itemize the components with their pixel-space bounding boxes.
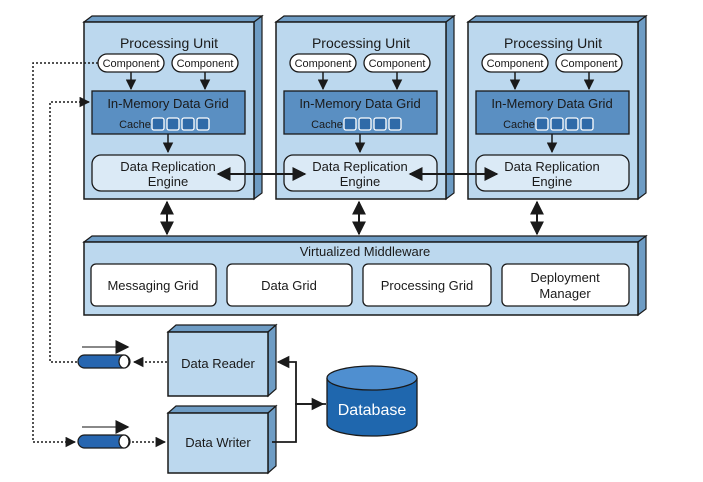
- component-3b-label: Component: [561, 58, 618, 70]
- replication-2-line2: Engine: [340, 174, 380, 189]
- cache-1-label: Cache: [119, 119, 151, 131]
- deployment-manager-line1: Deployment: [530, 270, 600, 285]
- reader-queue-to-imdg-dotted-path: [49, 96, 91, 363]
- writer-to-database-arrow: [272, 397, 325, 443]
- writer-queue: [77, 420, 131, 449]
- replication-2-line1: Data Replication: [312, 159, 407, 174]
- component-1a-label: Component: [103, 58, 160, 70]
- imdg-2-title: In-Memory Data Grid: [299, 96, 420, 111]
- processing-unit-3-title: Processing Unit: [504, 35, 602, 51]
- virtualized-middleware: Virtualized Middleware Messaging Grid Da…: [82, 234, 648, 317]
- imdg-3-title: In-Memory Data Grid: [491, 96, 612, 111]
- database-to-reader-arrow: [276, 355, 326, 405]
- processing-grid-label: Processing Grid: [381, 278, 473, 293]
- replication-1-line2: Engine: [148, 174, 188, 189]
- processing-unit-1-title: Processing Unit: [120, 35, 218, 51]
- data-reader: Data Reader: [166, 323, 278, 398]
- database-cylinder: Database: [326, 365, 418, 437]
- cache-1-slots: [151, 117, 210, 131]
- middleware-title: Virtualized Middleware: [300, 244, 431, 259]
- reader-queue: [77, 340, 131, 369]
- deployment-manager-line2: Manager: [539, 286, 591, 301]
- data-reader-label: Data Reader: [181, 356, 255, 371]
- replication-1-line1: Data Replication: [120, 159, 215, 174]
- component-2b-label: Component: [369, 58, 426, 70]
- processing-unit-2-title: Processing Unit: [312, 35, 410, 51]
- cache-3-label: Cache: [503, 119, 535, 131]
- component-1b-label: Component: [177, 58, 234, 70]
- imdg-1-title: In-Memory Data Grid: [107, 96, 228, 111]
- processing-unit-2: Processing Unit Component Component In-M…: [274, 14, 456, 201]
- component-2a-label: Component: [295, 58, 352, 70]
- messaging-grid-label: Messaging Grid: [107, 278, 198, 293]
- cache-3-slots: [535, 117, 594, 131]
- database-label: Database: [338, 402, 407, 419]
- cache-2-label: Cache: [311, 119, 343, 131]
- data-writer: Data Writer: [166, 404, 278, 475]
- data-grid-label: Data Grid: [261, 278, 317, 293]
- replication-3-line2: Engine: [532, 174, 572, 189]
- cache-2-slots: [343, 117, 402, 131]
- component-to-writer-queue-dotted-path: [32, 62, 98, 448]
- replication-3-line1: Data Replication: [504, 159, 599, 174]
- processing-unit-1: Processing Unit Component Component In-M…: [82, 14, 264, 201]
- component-3a-label: Component: [487, 58, 544, 70]
- data-writer-label: Data Writer: [185, 435, 251, 450]
- processing-unit-3: Processing Unit Component Component In-M…: [466, 14, 648, 201]
